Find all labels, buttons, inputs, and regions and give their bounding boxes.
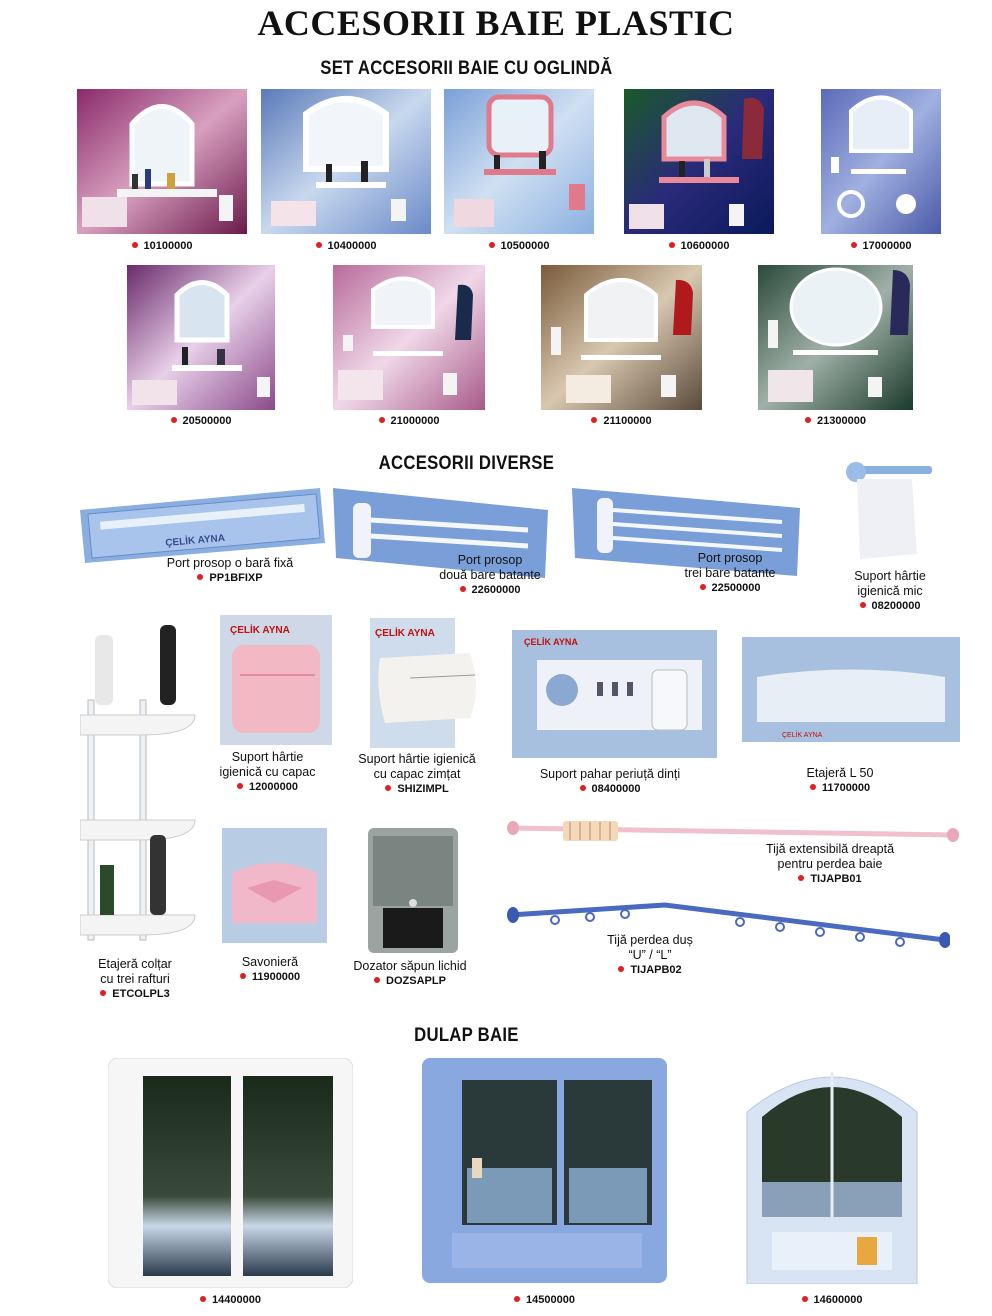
product-photo-21100000[interactable] — [541, 265, 702, 410]
bullet-icon — [850, 242, 857, 248]
product-code: 10100000 — [77, 240, 247, 252]
product-code: 10400000 — [261, 240, 431, 252]
product-code: 14500000 — [422, 1294, 667, 1306]
bullet-icon — [170, 417, 177, 423]
product-photo-cabinet-14400000[interactable] — [108, 1058, 353, 1288]
product-photo-corner-shelf[interactable] — [80, 625, 200, 950]
bullet-icon — [239, 973, 246, 979]
page-title: ACCESORII BAIE PLASTIC — [257, 3, 735, 43]
product-photo-20500000[interactable] — [127, 265, 275, 410]
product-photo-toothbrush-holder[interactable]: ÇELİK AYNA — [512, 630, 717, 758]
bullet-icon — [859, 602, 866, 608]
product-caption: Savonieră 11900000 — [215, 955, 325, 985]
bullet-icon — [618, 966, 625, 972]
bullet-icon — [378, 417, 385, 423]
product-photo-21000000[interactable] — [333, 265, 485, 410]
bullet-icon — [805, 417, 812, 423]
bullet-icon — [809, 784, 816, 790]
product-code: 17000000 — [821, 240, 941, 252]
product-code: 20500000 — [127, 415, 275, 427]
product-photo-toilet-paper-holder-cover[interactable]: ÇELİK AYNA — [220, 615, 332, 745]
product-photo-cabinet-14600000[interactable] — [742, 1052, 922, 1284]
product-photo-towel-bar-two[interactable] — [333, 488, 548, 578]
product-photo-cabinet-14500000[interactable] — [422, 1058, 667, 1283]
product-photo-soap-dish[interactable] — [222, 828, 327, 943]
section-title-mirror-sets: SET ACCESORII BAIE CU OGLINDĂ — [320, 58, 613, 79]
product-photo-straight-curtain-rod[interactable] — [505, 818, 960, 848]
product-photo-towel-bar-three[interactable] — [572, 488, 800, 576]
brand-label: ÇELİK AYNA — [230, 623, 290, 636]
bullet-icon — [488, 242, 495, 248]
product-photo-shelf-l50[interactable]: ÇELİK AYNA — [742, 637, 960, 742]
product-photo-10500000[interactable] — [444, 89, 594, 234]
product-photo-21300000[interactable] — [758, 265, 913, 410]
bullet-icon — [668, 242, 675, 248]
bullet-icon — [374, 977, 381, 983]
product-code: 14600000 — [742, 1294, 922, 1306]
product-code: 21000000 — [333, 415, 485, 427]
section-title-misc: ACCESORII DIVERSE — [378, 453, 555, 474]
bullet-icon — [131, 242, 138, 248]
product-photo-10600000[interactable] — [624, 89, 774, 234]
product-photo-shower-curtain-rod-u[interactable] — [505, 900, 950, 955]
bullet-icon — [798, 875, 805, 881]
bullet-icon — [514, 1296, 521, 1302]
product-code: 21300000 — [758, 415, 913, 427]
product-photo-toilet-paper-holder-small[interactable] — [822, 454, 937, 564]
product-photo-toilet-paper-holder-serrated[interactable]: ÇELİK AYNA — [370, 618, 482, 748]
bullet-icon — [315, 242, 322, 248]
product-caption: Port prosop o bară fixă PP1BFIXP — [166, 556, 294, 584]
product-code: 14400000 — [108, 1294, 353, 1306]
bullet-icon — [699, 584, 706, 590]
product-caption: Tijă perdea duș“U” / “L” TIJAPB02 — [607, 933, 693, 976]
product-caption: Dozator săpun lichid DOZSAPLP — [353, 959, 467, 987]
brand-label: ÇELİK AYNA — [375, 626, 435, 639]
product-caption: Suport pahar periuță dinți 08400000 — [539, 767, 681, 795]
brand-label: ÇELİK AYNA — [524, 637, 578, 647]
bullet-icon — [591, 417, 598, 423]
bullet-icon — [459, 586, 466, 592]
bullet-icon — [197, 574, 204, 580]
product-code: 10500000 — [444, 240, 594, 252]
product-code: 10600000 — [624, 240, 774, 252]
bullet-icon — [801, 1296, 808, 1302]
brand-label: ÇELİK AYNA — [782, 730, 823, 739]
bullet-icon — [237, 783, 244, 789]
product-photo-17000000[interactable] — [821, 89, 941, 234]
bullet-icon — [579, 785, 586, 791]
product-photo-10100000[interactable] — [77, 89, 247, 234]
bullet-icon — [200, 1296, 207, 1302]
bullet-icon — [100, 990, 107, 996]
product-photo-soap-dispenser[interactable] — [368, 828, 458, 953]
product-photo-10400000[interactable] — [261, 89, 431, 234]
product-caption: Etajeră L 50 11700000 — [806, 766, 874, 794]
section-title-cabinet: DULAP BAIE — [414, 1025, 519, 1046]
bullet-icon — [385, 785, 392, 791]
product-code: 21100000 — [541, 415, 702, 427]
product-photo-towel-bar-fixed[interactable]: ÇELİK AYNA — [80, 488, 325, 563]
